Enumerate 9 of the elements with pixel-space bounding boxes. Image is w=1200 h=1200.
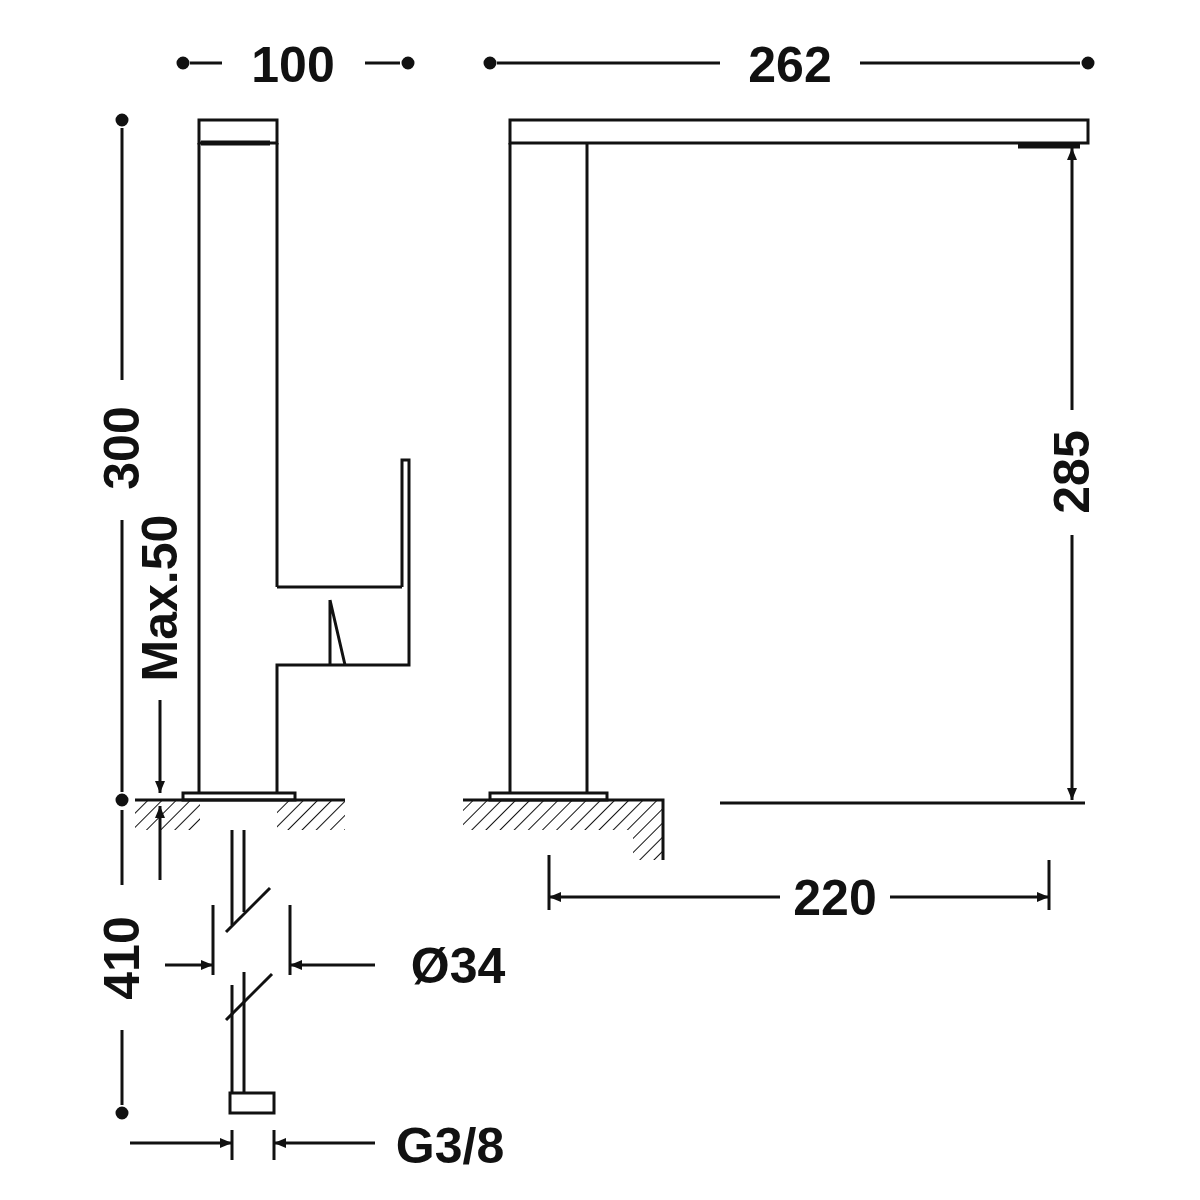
dimension-label: 220: [793, 873, 877, 923]
dimension-label: 410: [97, 916, 147, 1000]
dimension-label: 300: [97, 406, 147, 490]
dimension-label: 100: [251, 40, 335, 90]
dimension-label: G3/8: [395, 1121, 505, 1171]
dimension-label: Ø34: [410, 941, 506, 991]
dimension-label: 262: [748, 40, 832, 90]
dimension-label: Max.50: [135, 514, 185, 682]
dimension-label: 285: [1047, 430, 1097, 514]
